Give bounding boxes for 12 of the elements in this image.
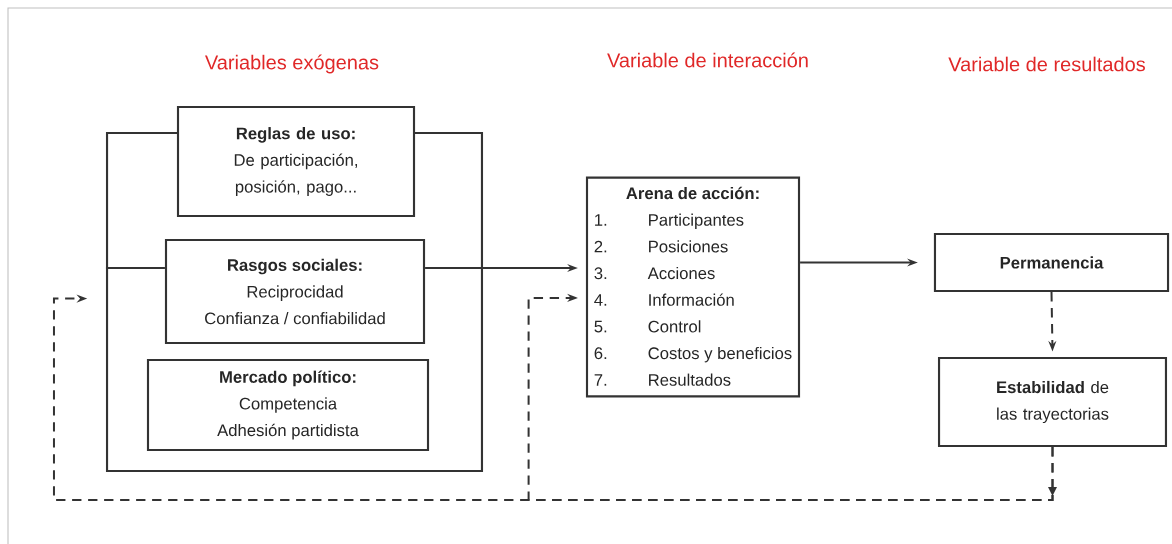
traits-box: Rasgos sociales: Reciprocidad Confianza / confiabilidad <box>164 238 426 345</box>
connector-line <box>104 267 166 269</box>
column-heading: Variable de interacción <box>607 52 808 68</box>
column-heading: Variables exógenas <box>205 54 379 74</box>
market-box: Mercado político: Competencia Adhesión partidista <box>146 358 430 452</box>
rules-box: Reglas de uso: De participación, posición, pago... <box>176 105 416 218</box>
column-heading: Variable de resultados <box>948 56 1145 72</box>
feedback-arrow <box>527 293 1054 501</box>
action-arena-box: Arena de acción: 1. Participantes 2. Posiciones 3. Acciones 4. Información 5. Control 6. Costos y beneficios 7. Resultados <box>585 176 801 398</box>
feedback-arrow <box>52 294 1057 501</box>
outcome-box: Permanencia <box>933 232 1170 293</box>
stability-box: Estabilidad de las trayectorias <box>937 356 1168 448</box>
